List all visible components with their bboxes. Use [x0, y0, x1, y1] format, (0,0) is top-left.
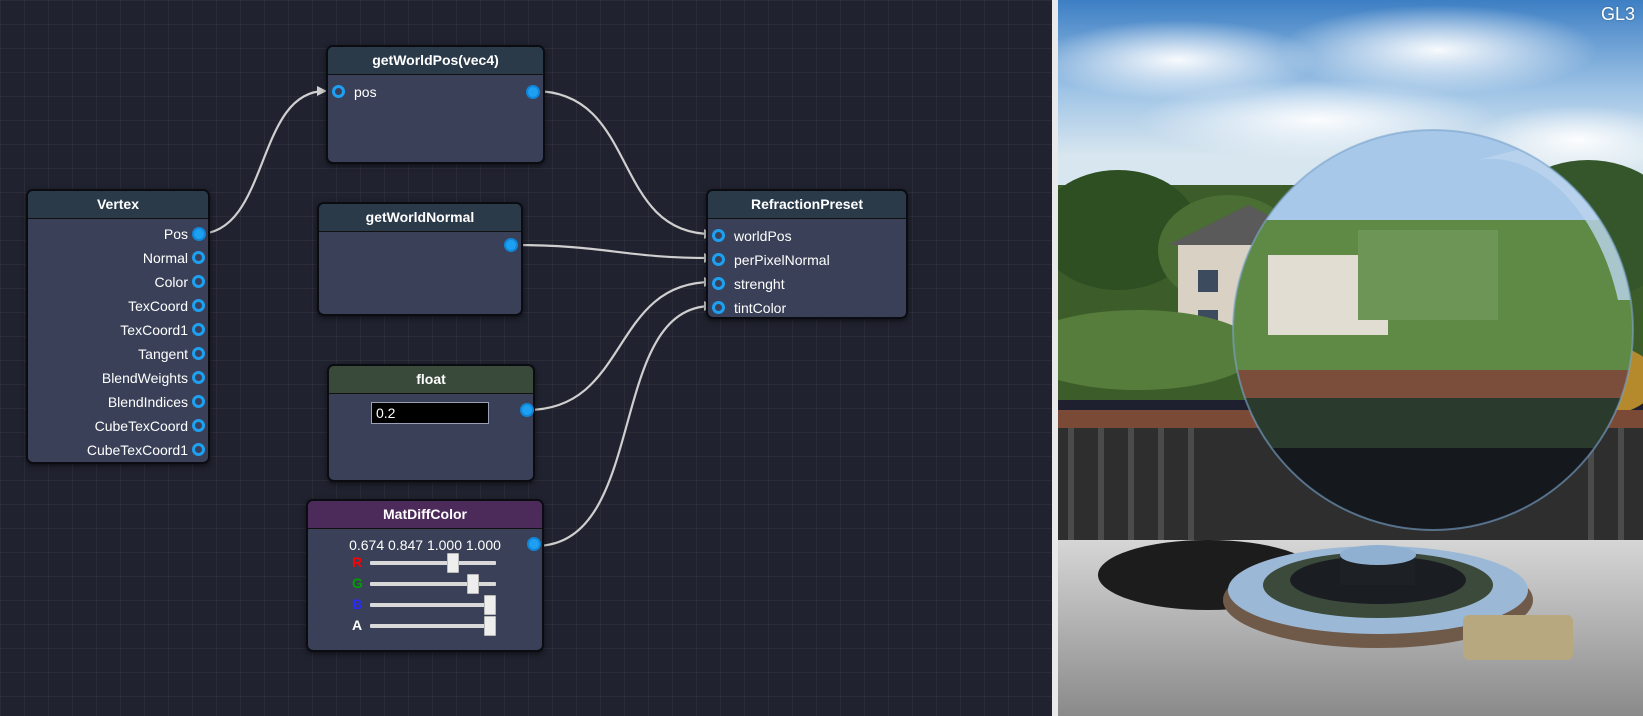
vertex-output-cubetexcoord[interactable]: CubeTexCoord: [28, 415, 188, 437]
refraction-input-perpixelnormal[interactable]: perPixelNormal: [712, 249, 892, 271]
port-label: CubeTexCoord1: [86, 442, 188, 458]
port-label: BlendIndices: [107, 394, 188, 410]
refractionpreset-node[interactable]: RefractionPreset worldPos perPixelNormal s…: [706, 189, 908, 319]
getworldpos-input-pos[interactable]: pos: [332, 81, 452, 103]
vertex-output-texcoord1[interactable]: TexCoord1: [28, 319, 188, 341]
output-port-icon[interactable]: [192, 395, 205, 408]
vertex-output-texcoord[interactable]: TexCoord: [28, 295, 188, 317]
matdiffcolor-node-title: MatDiffColor: [308, 501, 542, 529]
preview-scene: [1058, 0, 1643, 716]
output-port-icon[interactable]: [192, 347, 205, 360]
vertex-output-blendweights[interactable]: BlendWeights: [28, 367, 188, 389]
wire-float-to-strenght[interactable]: [526, 277, 714, 412]
matdiffcolor-output-port[interactable]: [527, 537, 541, 551]
port-label: Tangent: [138, 346, 188, 362]
output-port-icon[interactable]: [192, 227, 206, 241]
getworldpos-node-title: getWorldPos(vec4): [328, 47, 543, 75]
float-node[interactable]: float 0.2: [327, 364, 535, 482]
output-port-icon[interactable]: [192, 443, 205, 456]
vertex-output-pos[interactable]: Pos: [28, 223, 188, 245]
vertex-output-cubetexcoord1[interactable]: CubeTexCoord1: [28, 439, 188, 461]
refraction-input-worldpos[interactable]: worldPos: [712, 225, 892, 247]
output-port-icon[interactable]: [192, 275, 205, 288]
wire-vertex-pos-to-getworldpos[interactable]: [197, 86, 327, 236]
wire-getworldnormal-to-perpixelnormal[interactable]: [510, 243, 714, 263]
port-label: Color: [154, 274, 188, 290]
getworldnormal-node[interactable]: getWorldNormal: [317, 202, 523, 316]
getworldnormal-output-port[interactable]: [504, 238, 518, 252]
float-value-input[interactable]: 0.2: [371, 402, 489, 424]
slider-track-r[interactable]: [370, 561, 496, 565]
slider-thumb-b[interactable]: [484, 595, 496, 615]
slider-label-r: R: [352, 554, 363, 570]
slider-label-b: B: [352, 596, 363, 612]
output-port-icon[interactable]: [192, 323, 205, 336]
vertex-output-normal[interactable]: Normal: [28, 247, 188, 269]
slider-label-a: A: [352, 617, 363, 633]
float-output-port[interactable]: [520, 403, 534, 417]
vertex-output-blendindices[interactable]: BlendIndices: [28, 391, 188, 413]
output-port-icon[interactable]: [192, 299, 205, 312]
port-label: worldPos: [734, 228, 792, 244]
output-port-icon[interactable]: [192, 419, 205, 432]
wire-getworldpos-to-worldpos[interactable]: [533, 89, 714, 239]
output-port-icon[interactable]: [192, 251, 205, 264]
vertex-output-color[interactable]: Color: [28, 271, 188, 293]
panel-divider[interactable]: [1052, 0, 1058, 716]
input-port-icon[interactable]: [712, 301, 725, 314]
output-port-icon[interactable]: [192, 371, 205, 384]
port-label: perPixelNormal: [734, 252, 830, 268]
float-node-title: float: [329, 366, 533, 394]
port-label: tintColor: [734, 300, 787, 316]
getworldpos-output-port[interactable]: [526, 85, 540, 99]
rgba-value-text: 0.674 0.847 1.000 1.000: [349, 537, 501, 553]
slider-track-a[interactable]: [370, 624, 496, 628]
refraction-input-tintcolor[interactable]: tintColor: [712, 297, 892, 319]
slider-track-b[interactable]: [370, 603, 496, 607]
input-port-icon[interactable]: [712, 277, 725, 290]
port-label: strenght: [734, 276, 785, 292]
getworldpos-node[interactable]: getWorldPos(vec4) pos: [326, 45, 545, 164]
slider-thumb-a[interactable]: [484, 616, 496, 636]
slider-thumb-r[interactable]: [446, 553, 459, 573]
port-label: CubeTexCoord: [94, 418, 188, 434]
refractionpreset-node-title: RefractionPreset: [708, 191, 906, 219]
input-port-icon[interactable]: [712, 253, 725, 266]
connection-wires: [197, 86, 714, 548]
port-label: Normal: [142, 250, 188, 266]
port-label: Pos: [163, 226, 188, 242]
port-label: BlendWeights: [101, 370, 188, 386]
port-label: TexCoord1: [120, 322, 188, 338]
slider-label-g: G: [352, 575, 363, 591]
renderer-label: GL3: [1600, 4, 1635, 24]
port-label: pos: [354, 84, 377, 100]
gl-preview-viewport[interactable]: GL3: [1058, 0, 1643, 716]
slider-track-g[interactable]: [370, 582, 496, 586]
input-port-icon[interactable]: [332, 85, 345, 98]
wire-matdiffcolor-to-tintcolor[interactable]: [534, 301, 714, 548]
refraction-input-strenght[interactable]: strenght: [712, 273, 892, 295]
port-label: TexCoord: [128, 298, 188, 314]
vertex-node-title: Vertex: [28, 191, 208, 219]
slider-thumb-g[interactable]: [466, 574, 479, 594]
getworldnormal-node-title: getWorldNormal: [319, 204, 521, 232]
vertex-output-tangent[interactable]: Tangent: [28, 343, 188, 365]
input-port-icon[interactable]: [712, 229, 725, 242]
